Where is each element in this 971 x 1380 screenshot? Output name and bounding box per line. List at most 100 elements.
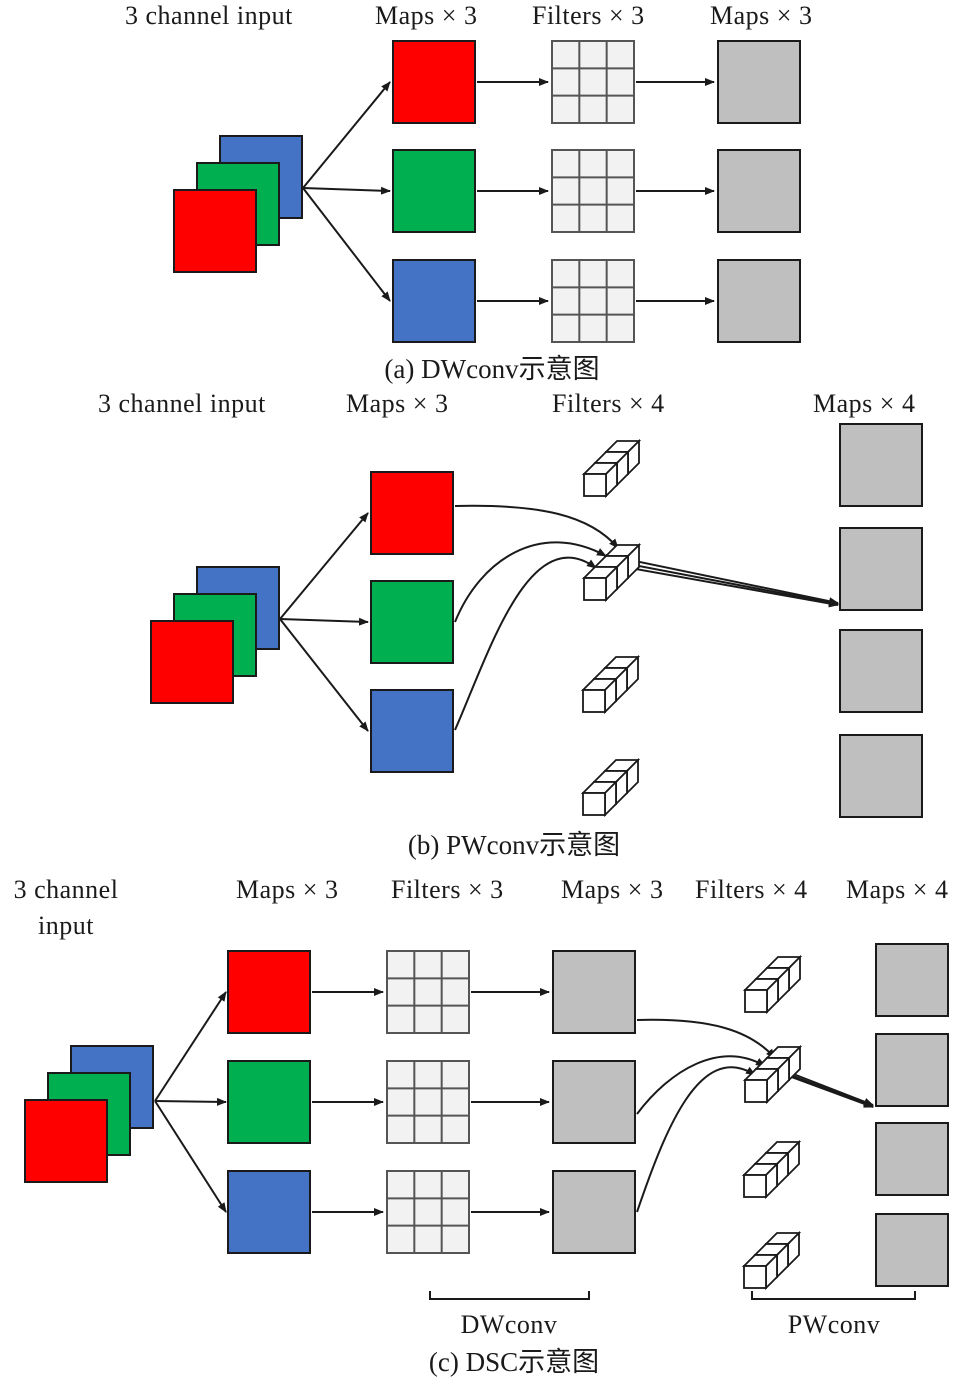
panel-c-dw-bracket-label: DWconv: [460, 1310, 558, 1339]
panel-c-dw-maps-label: Maps × 3: [561, 875, 664, 904]
input-channel-red: [173, 189, 257, 273]
panel-c-curve-2: [636, 1066, 756, 1213]
filter-grid-border: [386, 950, 470, 1034]
input-channel-red: [150, 620, 234, 704]
panel-b-filter-1: [581, 542, 642, 603]
shapes-layer: [24, 40, 949, 1300]
panel-c-fan-2: [788, 1075, 874, 1108]
panel-b-curve-blue: [454, 556, 597, 731]
panel-c-caption: (c) DSC示意图: [428, 1347, 600, 1377]
panel-b-arrow-split-0: [279, 512, 369, 620]
panel-a-filter-0: [551, 40, 635, 124]
panel-b-caption: (b) PWconv示意图: [407, 830, 621, 860]
panel-c-filter-2: [386, 1170, 470, 1254]
panel-c-map-0: [227, 950, 311, 1034]
panel-a-filter-2: [551, 259, 635, 343]
panel-b-arrow-split-2: [279, 618, 369, 732]
panel-b-curve-green: [454, 541, 607, 623]
cube-front: [744, 989, 768, 1013]
panel-c-filter-1: [386, 1060, 470, 1144]
panel-b-arrow-split-1: [279, 617, 369, 626]
panel-a-map-2: [392, 259, 476, 343]
panel-b-maps-in-label: Maps × 3: [346, 389, 449, 418]
panel-b-map-1: [370, 580, 454, 664]
cube-front: [744, 1079, 768, 1103]
cube-front: [583, 473, 607, 497]
panel-b-filter-2: [580, 654, 641, 715]
panel-c-dw-filters-label: Filters × 3: [391, 875, 504, 904]
panel-c-curve-0: [636, 1018, 776, 1059]
panel-c-pw-filter-0: [742, 954, 803, 1015]
panel-a-maps-out-label: Maps × 3: [710, 1, 813, 30]
panel-c-arrow-split-1: [154, 1097, 227, 1106]
panel-a-input-stack: [173, 135, 303, 273]
pw-bracket: [751, 1291, 916, 1300]
cube-front: [583, 577, 607, 601]
panel-b-map-0: [370, 471, 454, 555]
panel-c-pw-filter-2: [741, 1139, 802, 1200]
panel-b-input-stack: [150, 566, 280, 704]
panel-c-arrow-split-0: [154, 991, 227, 1102]
panel-a-map-0: [392, 40, 476, 124]
arrows-layer: [154, 78, 874, 1216]
panel-c-pw-filter-1: [742, 1044, 803, 1105]
panel-a-filter-1: [551, 149, 635, 233]
panel-c-pw-filters-label: Filters × 4: [695, 875, 808, 904]
panel-c-map-2: [227, 1170, 311, 1254]
panel-c-map-1: [227, 1060, 311, 1144]
filter-grid-border: [551, 149, 635, 233]
panel-a-out-map-1: [717, 149, 801, 233]
panel-a-out-map-0: [717, 40, 801, 124]
panel-c-pw-map-0: [875, 943, 949, 1017]
panel-b-filters-label: Filters × 4: [552, 389, 665, 418]
panel-b-out-map-1: [839, 527, 923, 611]
panel-c-filter-0: [386, 950, 470, 1034]
cube-front: [582, 689, 606, 713]
panel-b-input-label: 3 channel input: [98, 389, 266, 418]
panel-c-input-label-line1: 3 channel: [13, 875, 119, 904]
panel-b-curve-red: [454, 504, 619, 549]
panel-a-arrow-split-2: [302, 187, 391, 302]
panel-b-fan-1: [617, 561, 839, 607]
panel-b-out-map-2: [839, 629, 923, 713]
panel-c-maps-in-label: Maps × 3: [236, 875, 339, 904]
panel-a-out-map-2: [717, 259, 801, 343]
input-channel-red: [24, 1099, 108, 1183]
panel-a-map-1: [392, 149, 476, 233]
panel-c-dw-map-2: [552, 1170, 636, 1254]
cube-front: [743, 1174, 767, 1198]
panel-a-filters-label: Filters × 3: [532, 1, 645, 30]
panel-c-arrow-split-2: [154, 1100, 227, 1213]
panel-a-input-label: 3 channel input: [125, 1, 293, 30]
panel-a-arrow-split-1: [302, 186, 391, 195]
cube-front: [743, 1265, 767, 1289]
filter-grid-border: [551, 259, 635, 343]
panel-c-pw-map-1: [875, 1033, 949, 1107]
panel-a-caption: (a) DWconv示意图: [384, 354, 600, 384]
panel-c-pw-map-2: [875, 1122, 949, 1196]
panel-b-out-map-3: [839, 734, 923, 818]
panel-c-curve-1: [636, 1055, 766, 1115]
panel-c-dw-map-1: [552, 1060, 636, 1144]
panel-c-pw-maps-label: Maps × 4: [846, 875, 949, 904]
panel-b-fan-0: [605, 554, 839, 606]
panel-a-arrow-split-0: [302, 81, 391, 189]
panel-b-maps-out-label: Maps × 4: [813, 389, 916, 418]
panel-c-brackets: [429, 1291, 916, 1300]
panel-b-fan-2: [629, 567, 839, 608]
panel-b-filter-0: [581, 438, 642, 499]
panel-c-pw-filter-3: [741, 1230, 802, 1291]
panel-b-out-map-0: [839, 423, 923, 507]
panel-b-map-2: [370, 689, 454, 773]
panel-b-filter-3: [580, 757, 641, 818]
panel-c-pw-map-3: [875, 1213, 949, 1287]
panel-c-dw-map-0: [552, 950, 636, 1034]
filter-grid-border: [551, 40, 635, 124]
panel-c-pw-bracket-label: PWconv: [787, 1310, 881, 1339]
dw-bracket: [429, 1291, 590, 1300]
panel-c-input-stack: [24, 1045, 154, 1183]
cube-front: [582, 792, 606, 816]
filter-grid-border: [386, 1170, 470, 1254]
